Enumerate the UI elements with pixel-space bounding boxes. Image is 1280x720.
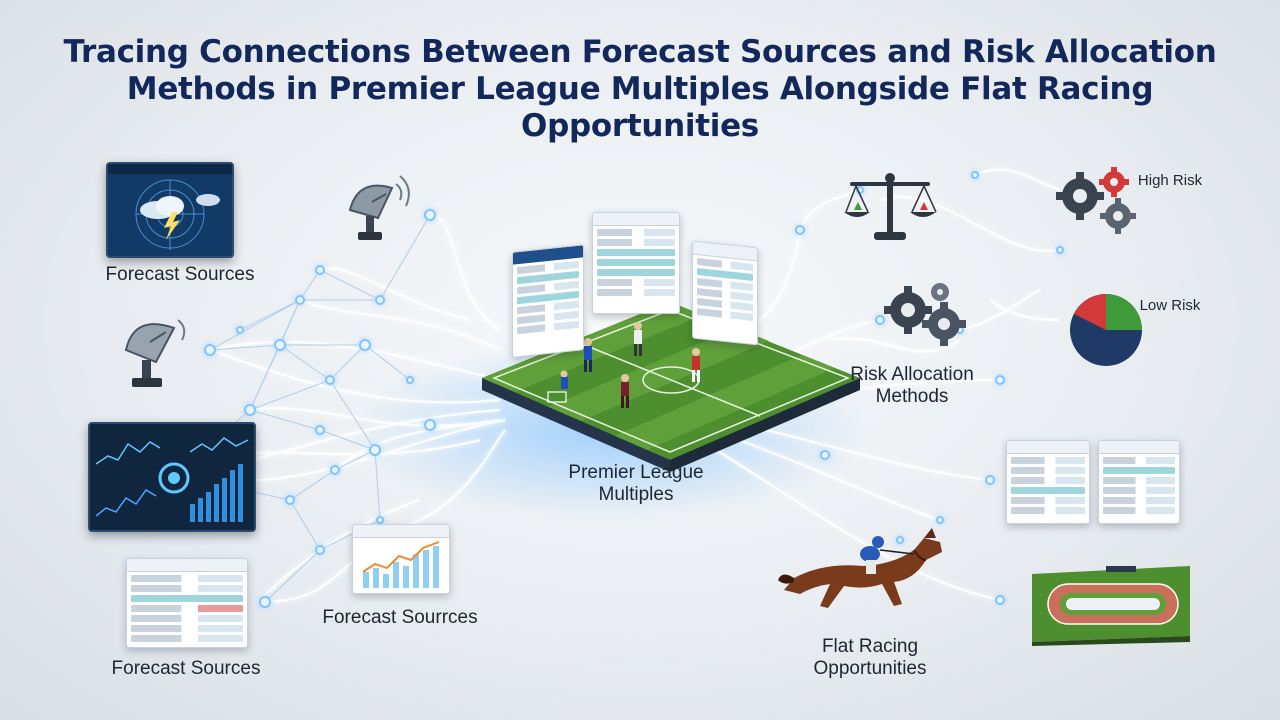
- forecast-chart-graphic: [362, 541, 440, 588]
- flat-label-line-1: Flat Racing: [821, 636, 919, 657]
- players: [560, 322, 700, 408]
- racing-bet-card-left-header: [1007, 441, 1089, 454]
- storm-radar-graphic: [108, 164, 232, 256]
- premier-league-label: Premier League Multiples: [536, 462, 736, 506]
- forecast-chart-card-header: [353, 525, 449, 538]
- racing-bet-card-right-header: [1099, 441, 1179, 454]
- racing-bet-card-right: [1098, 440, 1180, 524]
- multiples-card-left: [512, 244, 584, 358]
- flat-racing-label: Flat Racing Opportunities: [770, 636, 970, 680]
- infographic-title: Tracing Connections Between Forecast Sou…: [40, 34, 1240, 145]
- satellite-dish-icon-left: [124, 319, 186, 387]
- title-line-3: Opportunities: [521, 108, 759, 144]
- title-line-1: Tracing Connections Between Forecast Sou…: [63, 34, 1217, 70]
- premier-label-line-2: Multiples: [598, 484, 674, 505]
- multiples-card-center: [592, 212, 680, 314]
- gears-icon-high-risk: [1056, 167, 1136, 234]
- scales-icon: [844, 173, 937, 240]
- gears-icon-risk-allocation: [884, 283, 966, 346]
- analytics-dashboard-icon: [88, 422, 256, 532]
- forecast-chart-card: [352, 524, 450, 594]
- racehorse-icon: [778, 528, 942, 608]
- flat-label-line-2: Opportunities: [813, 658, 927, 679]
- risk-label-line-2: Methods: [875, 386, 949, 407]
- satellite-dish-icon: [348, 175, 410, 240]
- risk-allocation-label: Risk Allocation Methods: [812, 364, 1012, 408]
- storm-radar-icon: [106, 162, 234, 258]
- pie-chart-icon: [1070, 294, 1142, 366]
- racetrack-icon: [1032, 566, 1190, 646]
- analytics-dashboard-graphic: [90, 424, 254, 530]
- forecast-sources-label-bottom: Forecast Sources: [111, 658, 261, 679]
- left-connector-lines: [174, 213, 506, 604]
- multiples-card-right: [692, 240, 758, 346]
- risk-label-line-1: Risk Allocation: [850, 364, 974, 385]
- racing-bet-card-left: [1006, 440, 1090, 524]
- high-risk-label: High Risk: [1137, 172, 1203, 189]
- forecast-sources-label-top: Forecast Sources: [105, 264, 255, 285]
- forecast-sources-label-middle: Forecast Sourrces: [322, 607, 478, 628]
- low-risk-label: Low Risk: [1139, 297, 1201, 314]
- premier-label-line-1: Premier League: [568, 462, 704, 483]
- title-line-2: Methods in Premier League Multiples Alon…: [126, 71, 1154, 107]
- odds-table-card: [126, 558, 248, 648]
- odds-table-card-header: [127, 559, 247, 572]
- multiples-card-center-header: [593, 213, 679, 226]
